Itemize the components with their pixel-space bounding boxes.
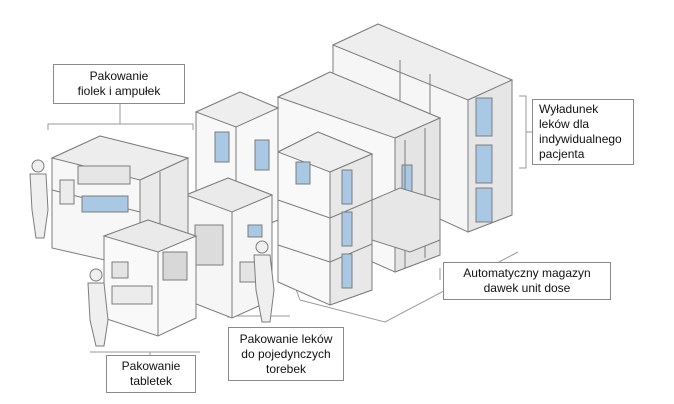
label-bags-line-1: Pakowanie leków (239, 331, 333, 346)
label-storage-line-2: dawek unit dose (483, 281, 571, 295)
label-bag-packaging: Pakowanie leków do pojedynczych torebek (228, 327, 344, 381)
label-vial-line-2: fiolek i ampułek (77, 84, 161, 98)
bracket-vials (47, 123, 194, 130)
label-storage-line-1: Automatyczny magazyn (463, 266, 591, 280)
label-vial-packaging: Pakowanie fiolek i ampułek (53, 64, 185, 104)
label-tablets-line-2: tabletek (129, 374, 173, 388)
bracket-bags (227, 315, 290, 318)
bag-packer (175, 177, 274, 319)
operator-bags (253, 240, 275, 323)
label-bags-line-2: do pojedynczych (241, 346, 331, 361)
operator-tablets (87, 268, 109, 347)
label-unload-line-4: pacjenta (539, 147, 585, 161)
operator-left (29, 159, 49, 239)
label-unit-dose-storage: Automatyczny magazyn dawek unit dose (443, 262, 611, 300)
label-patient-unload: Wyładunek leków dla indywidualnego pacje… (532, 99, 634, 165)
bracket-unload (519, 95, 527, 169)
storage-unit (194, 23, 514, 306)
people (29, 159, 275, 347)
label-unload-line-2: leków dla (539, 117, 590, 131)
tablet-packer (102, 219, 198, 337)
label-bags-line-3: torebek (265, 361, 307, 376)
label-unload-line-1: Wyładunek (539, 102, 599, 116)
label-tablet-packaging: Pakowanie tabletek (106, 355, 196, 393)
label-vial-line-1: Pakowanie (89, 69, 149, 83)
label-unload-line-3: indywidualnego (539, 132, 622, 146)
label-tablets-line-1: Pakowanie (121, 359, 181, 373)
